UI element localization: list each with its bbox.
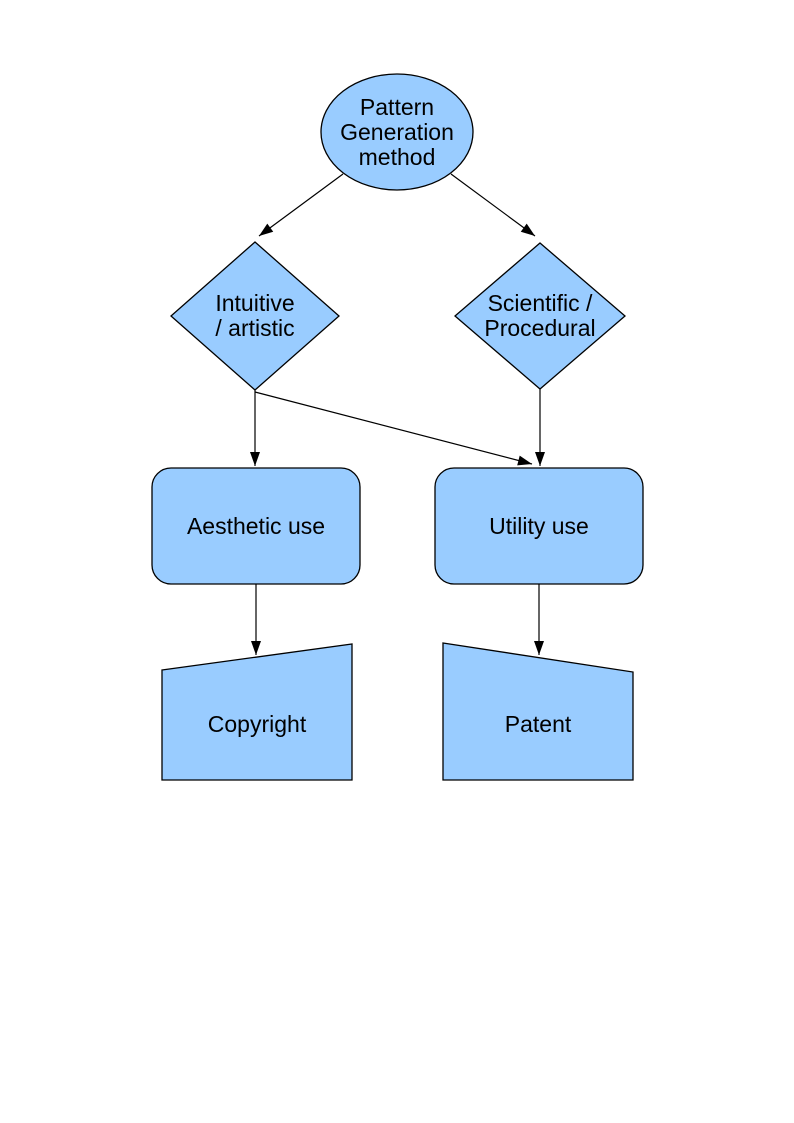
edge-intuitive-to-utility: [254, 391, 533, 466]
label-line: Patent: [504, 711, 572, 737]
label-line: Aesthetic use: [186, 512, 326, 539]
edge-pattern-to-scientific: [450, 173, 536, 237]
label-line: Copyright: [207, 711, 307, 737]
node-label-intuitive-artistic: Intuitive / artistic: [171, 242, 339, 390]
node-label-scientific-procedural: Scientific / Procedural: [455, 243, 625, 389]
node-label-utility-use: Utility use: [435, 468, 643, 584]
label-line: Procedural: [484, 315, 596, 341]
label-line: / artistic: [215, 315, 295, 341]
node-aesthetic-use: [151, 467, 361, 585]
label-line: Intuitive: [215, 290, 295, 316]
node-label-aesthetic-use: Aesthetic use: [152, 468, 360, 584]
node-label-patent: Patent: [443, 669, 633, 780]
node-scientific-procedural: [454, 242, 626, 390]
edge-pattern-to-intuitive: [258, 173, 344, 237]
node-label-pattern-generation-method: Pattern Generation method: [317, 92, 477, 172]
label-line: method: [358, 143, 436, 170]
label-line: Scientific /: [487, 290, 593, 316]
label-line: Generation: [340, 118, 454, 145]
label-line: Pattern: [359, 93, 435, 120]
node-intuitive-artistic: [170, 241, 340, 391]
node-pattern-generation-method: [320, 73, 474, 191]
node-copyright: [161, 643, 353, 781]
node-patent: [442, 642, 634, 781]
label-line: Utility use: [489, 512, 589, 539]
node-label-copyright: Copyright: [162, 669, 352, 780]
node-utility-use: [434, 467, 644, 585]
